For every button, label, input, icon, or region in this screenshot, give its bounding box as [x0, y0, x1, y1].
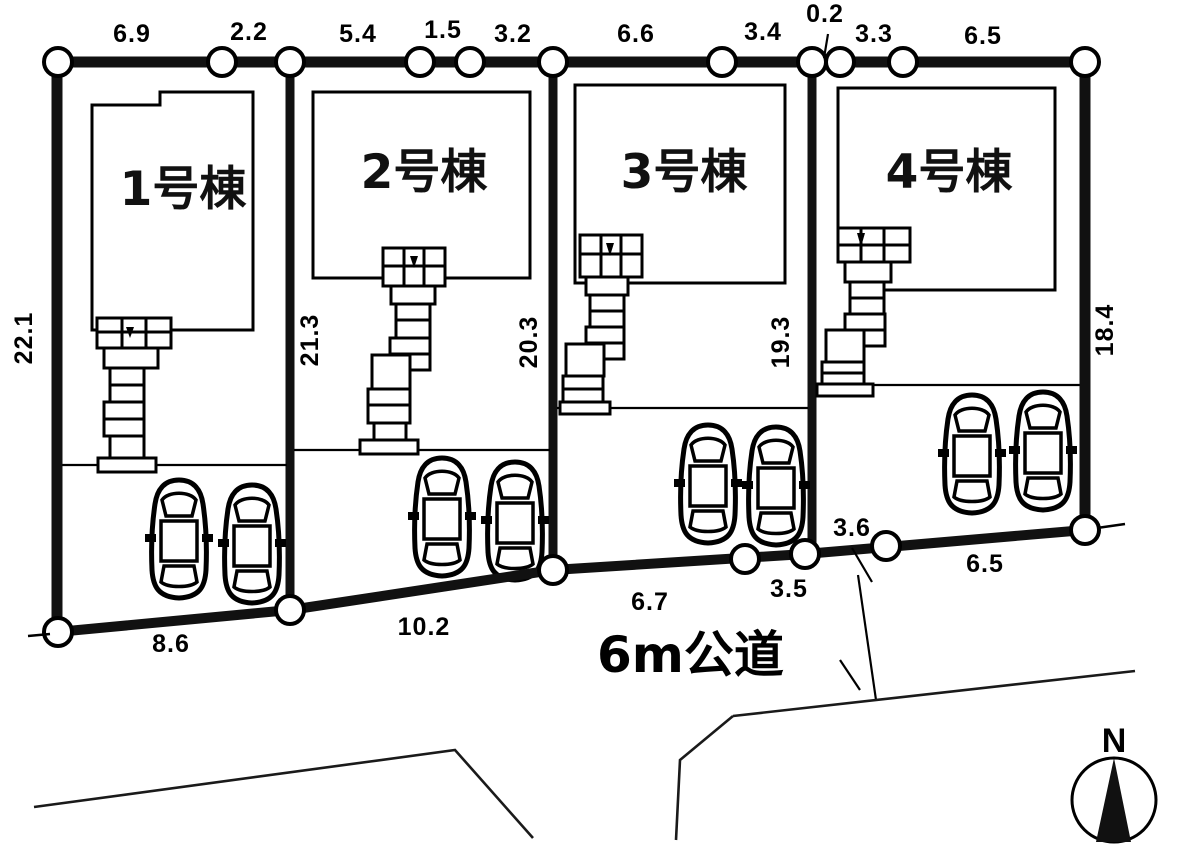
approach-walk-3 — [558, 233, 644, 416]
marker-bottom-4 — [729, 543, 761, 575]
dimension-labels-top: 6.9 2.2 5.4 1.5 3.2 6.6 3.4 0.2 3.3 6.5 — [113, 0, 1002, 50]
road-width-tick-right — [856, 574, 878, 701]
stub-left-bottom — [27, 632, 51, 638]
dim-top-10: 6.5 — [964, 22, 1002, 50]
marker-bottom-1 — [42, 616, 74, 648]
boundary-stubs — [27, 522, 1126, 638]
dimension-labels-bottom: 8.6 10.2 6.7 3.5 3.6 6.5 — [152, 514, 1004, 658]
north-label: N — [1102, 722, 1127, 760]
road-edge-mid-segment — [674, 714, 734, 841]
marker-top-9 — [824, 46, 856, 78]
dim-bottom-1: 8.6 — [152, 630, 190, 658]
dim-interior-19-3: 19.3 — [767, 316, 795, 369]
car-plot2-b — [481, 462, 549, 580]
approach-walk-2 — [358, 246, 447, 456]
dim-top-3: 5.4 — [339, 20, 377, 48]
building-label-4: 4号棟 — [886, 145, 1014, 200]
leader-lines — [822, 33, 878, 701]
marker-top-5 — [454, 46, 486, 78]
road-edge-right-segment — [732, 669, 1136, 718]
marker-bottom-2 — [274, 594, 306, 626]
road-label: 6m公道 — [597, 626, 784, 684]
building-labels: 1号棟 2号棟 3号棟 4号棟 — [120, 145, 1014, 217]
marker-bottom-5 — [789, 538, 821, 570]
dim-interior-20-3: 20.3 — [515, 316, 543, 369]
approach-walk-1 — [95, 316, 173, 474]
leader-3-6 — [851, 547, 873, 583]
car-plot1-b — [218, 485, 286, 603]
stub-right-bottom — [1096, 522, 1126, 530]
dim-bottom-4: 3.5 — [770, 575, 808, 603]
plot-divider-lines — [285, 62, 817, 610]
marker-top-7 — [706, 46, 738, 78]
dim-bottom-5: 3.6 — [833, 514, 871, 542]
road-label-leader — [839, 659, 861, 691]
north-needle-icon — [1096, 758, 1131, 842]
dim-left-22-1: 22.1 — [10, 312, 38, 365]
dim-top-5: 3.2 — [494, 20, 532, 48]
house-footprint-1 — [90, 90, 255, 332]
dim-top-2: 2.2 — [230, 18, 268, 46]
marker-top-4 — [404, 46, 436, 78]
marker-top-2 — [206, 46, 238, 78]
dim-top-9: 3.3 — [855, 20, 893, 48]
building-label-3: 3号棟 — [621, 145, 749, 200]
marker-top-11 — [1069, 46, 1101, 78]
leader-0-2 — [822, 33, 830, 59]
marker-bottom-6 — [870, 530, 902, 562]
car-plot2-a — [408, 458, 476, 576]
car-plot3-a — [674, 425, 742, 543]
dim-top-6: 6.6 — [617, 20, 655, 48]
car-plot3-b — [742, 427, 810, 545]
car-plot1-a — [145, 480, 213, 598]
building-label-1: 1号棟 — [120, 162, 248, 217]
compass-rose: N — [1070, 722, 1158, 844]
dimension-labels-vertical: 22.1 21.3 20.3 19.3 18.4 — [10, 304, 1119, 369]
dim-top-8: 0.2 — [806, 0, 844, 28]
marker-bottom-3 — [537, 554, 569, 586]
dim-bottom-2: 10.2 — [398, 613, 451, 641]
marker-top-6 — [537, 46, 569, 78]
building-label-2: 2号棟 — [361, 145, 489, 200]
marker-bottom-7 — [1069, 514, 1101, 546]
dim-bottom-3: 6.7 — [631, 588, 669, 616]
dim-interior-21-3: 21.3 — [296, 314, 324, 367]
dim-right-18-4: 18.4 — [1091, 304, 1119, 357]
marker-top-1 — [42, 46, 74, 78]
dim-top-4: 1.5 — [424, 16, 462, 44]
boundary-markers — [42, 46, 1101, 648]
road-edge-left-segment — [33, 748, 534, 839]
approach-walk-4 — [815, 226, 912, 398]
dim-bottom-6: 6.5 — [966, 550, 1004, 578]
marker-top-10 — [887, 46, 919, 78]
car-plot4-b — [1009, 392, 1077, 510]
marker-top-3 — [274, 46, 306, 78]
road-far-edge — [33, 669, 1136, 841]
marker-top-8 — [796, 46, 828, 78]
dim-top-1: 6.9 — [113, 20, 151, 48]
dim-top-7: 3.4 — [744, 18, 782, 46]
car-plot4-a — [938, 395, 1006, 513]
